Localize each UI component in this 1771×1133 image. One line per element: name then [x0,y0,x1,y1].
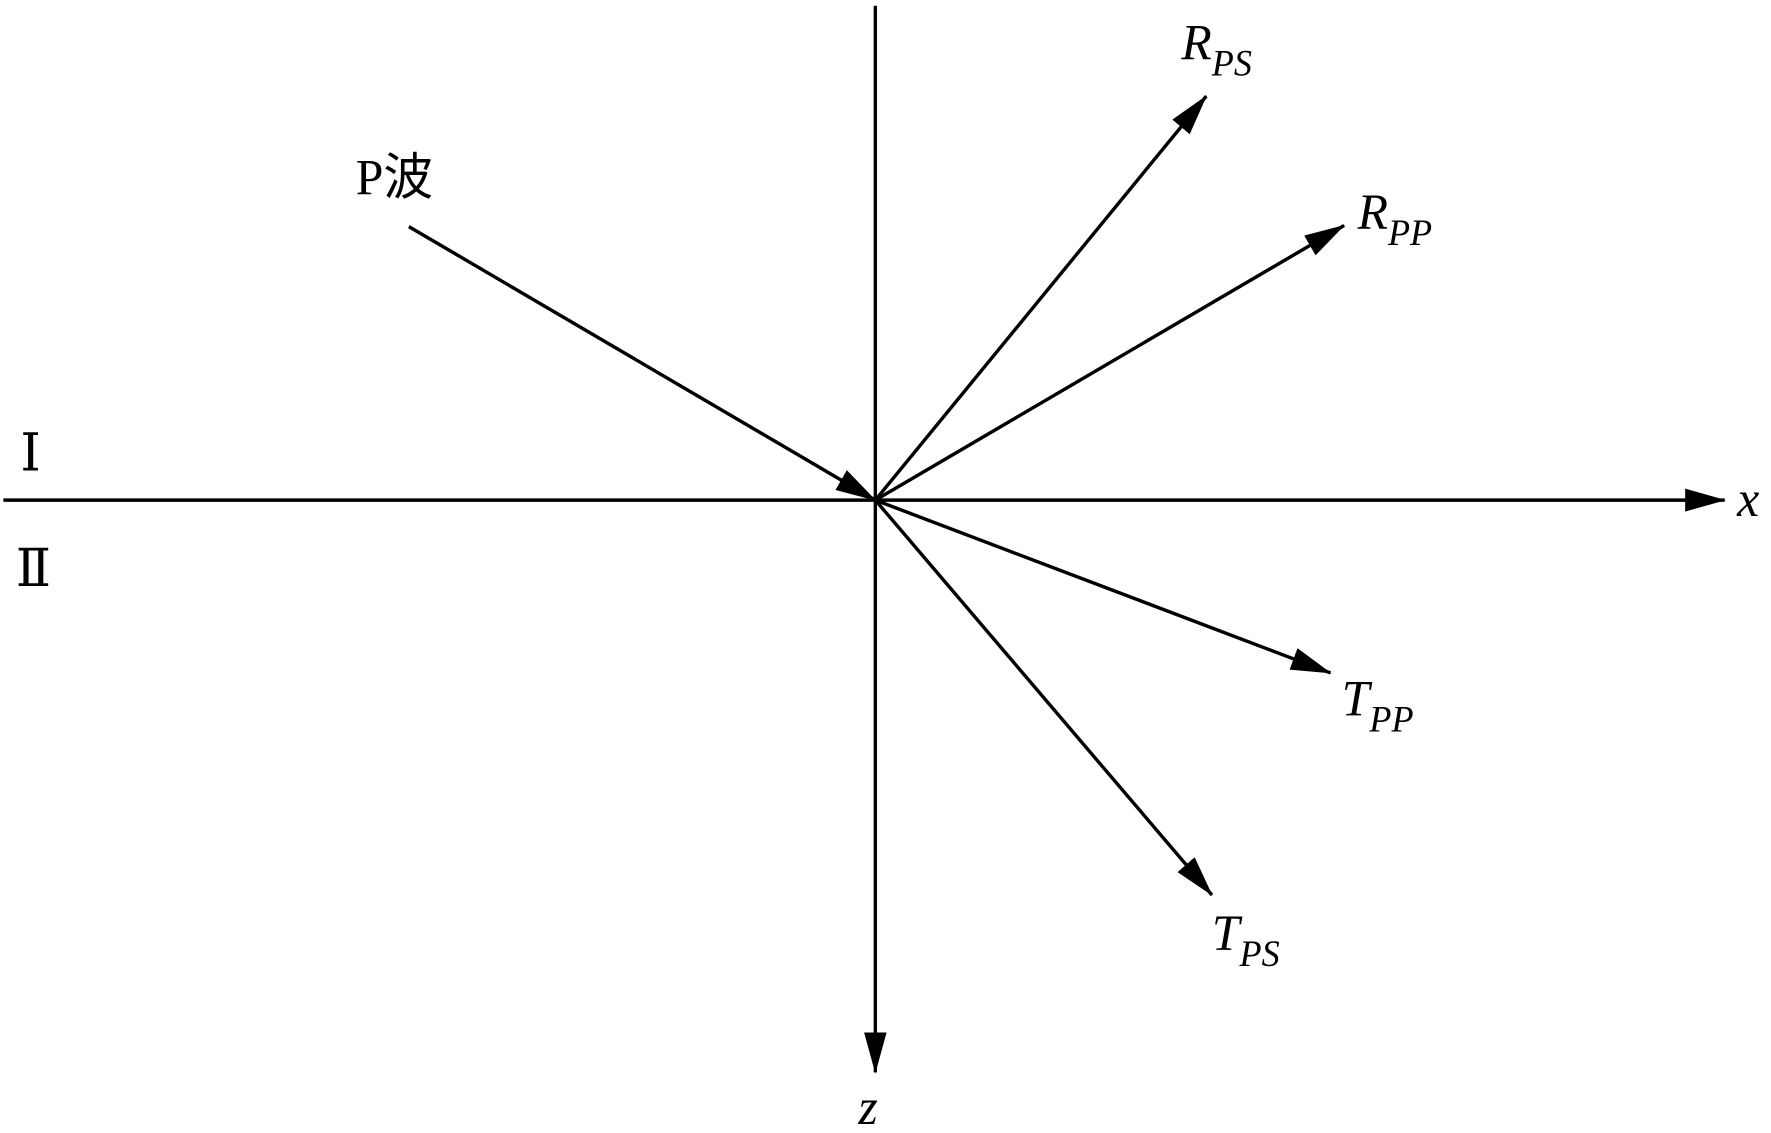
incident-label: P波 [356,149,433,205]
medium-lower-label: Ⅱ [16,540,51,598]
reflected-pp-arrow [874,223,1346,502]
x-axis-label: x [1736,471,1759,527]
tps-label: TPS [1212,905,1280,974]
reflected-ps-arrow [874,95,1208,502]
transmitted-ps-arrow [874,499,1214,897]
medium-upper-label: Ⅰ [20,424,41,482]
transmitted-pp-arrow [874,498,1332,675]
rpp-label: RPP [1357,184,1433,253]
z-axis-label: z [857,1079,877,1133]
tpp-label: TPP [1342,670,1414,739]
rps-label: RPS [1180,14,1252,83]
incident-p-wave-arrow [408,225,877,502]
